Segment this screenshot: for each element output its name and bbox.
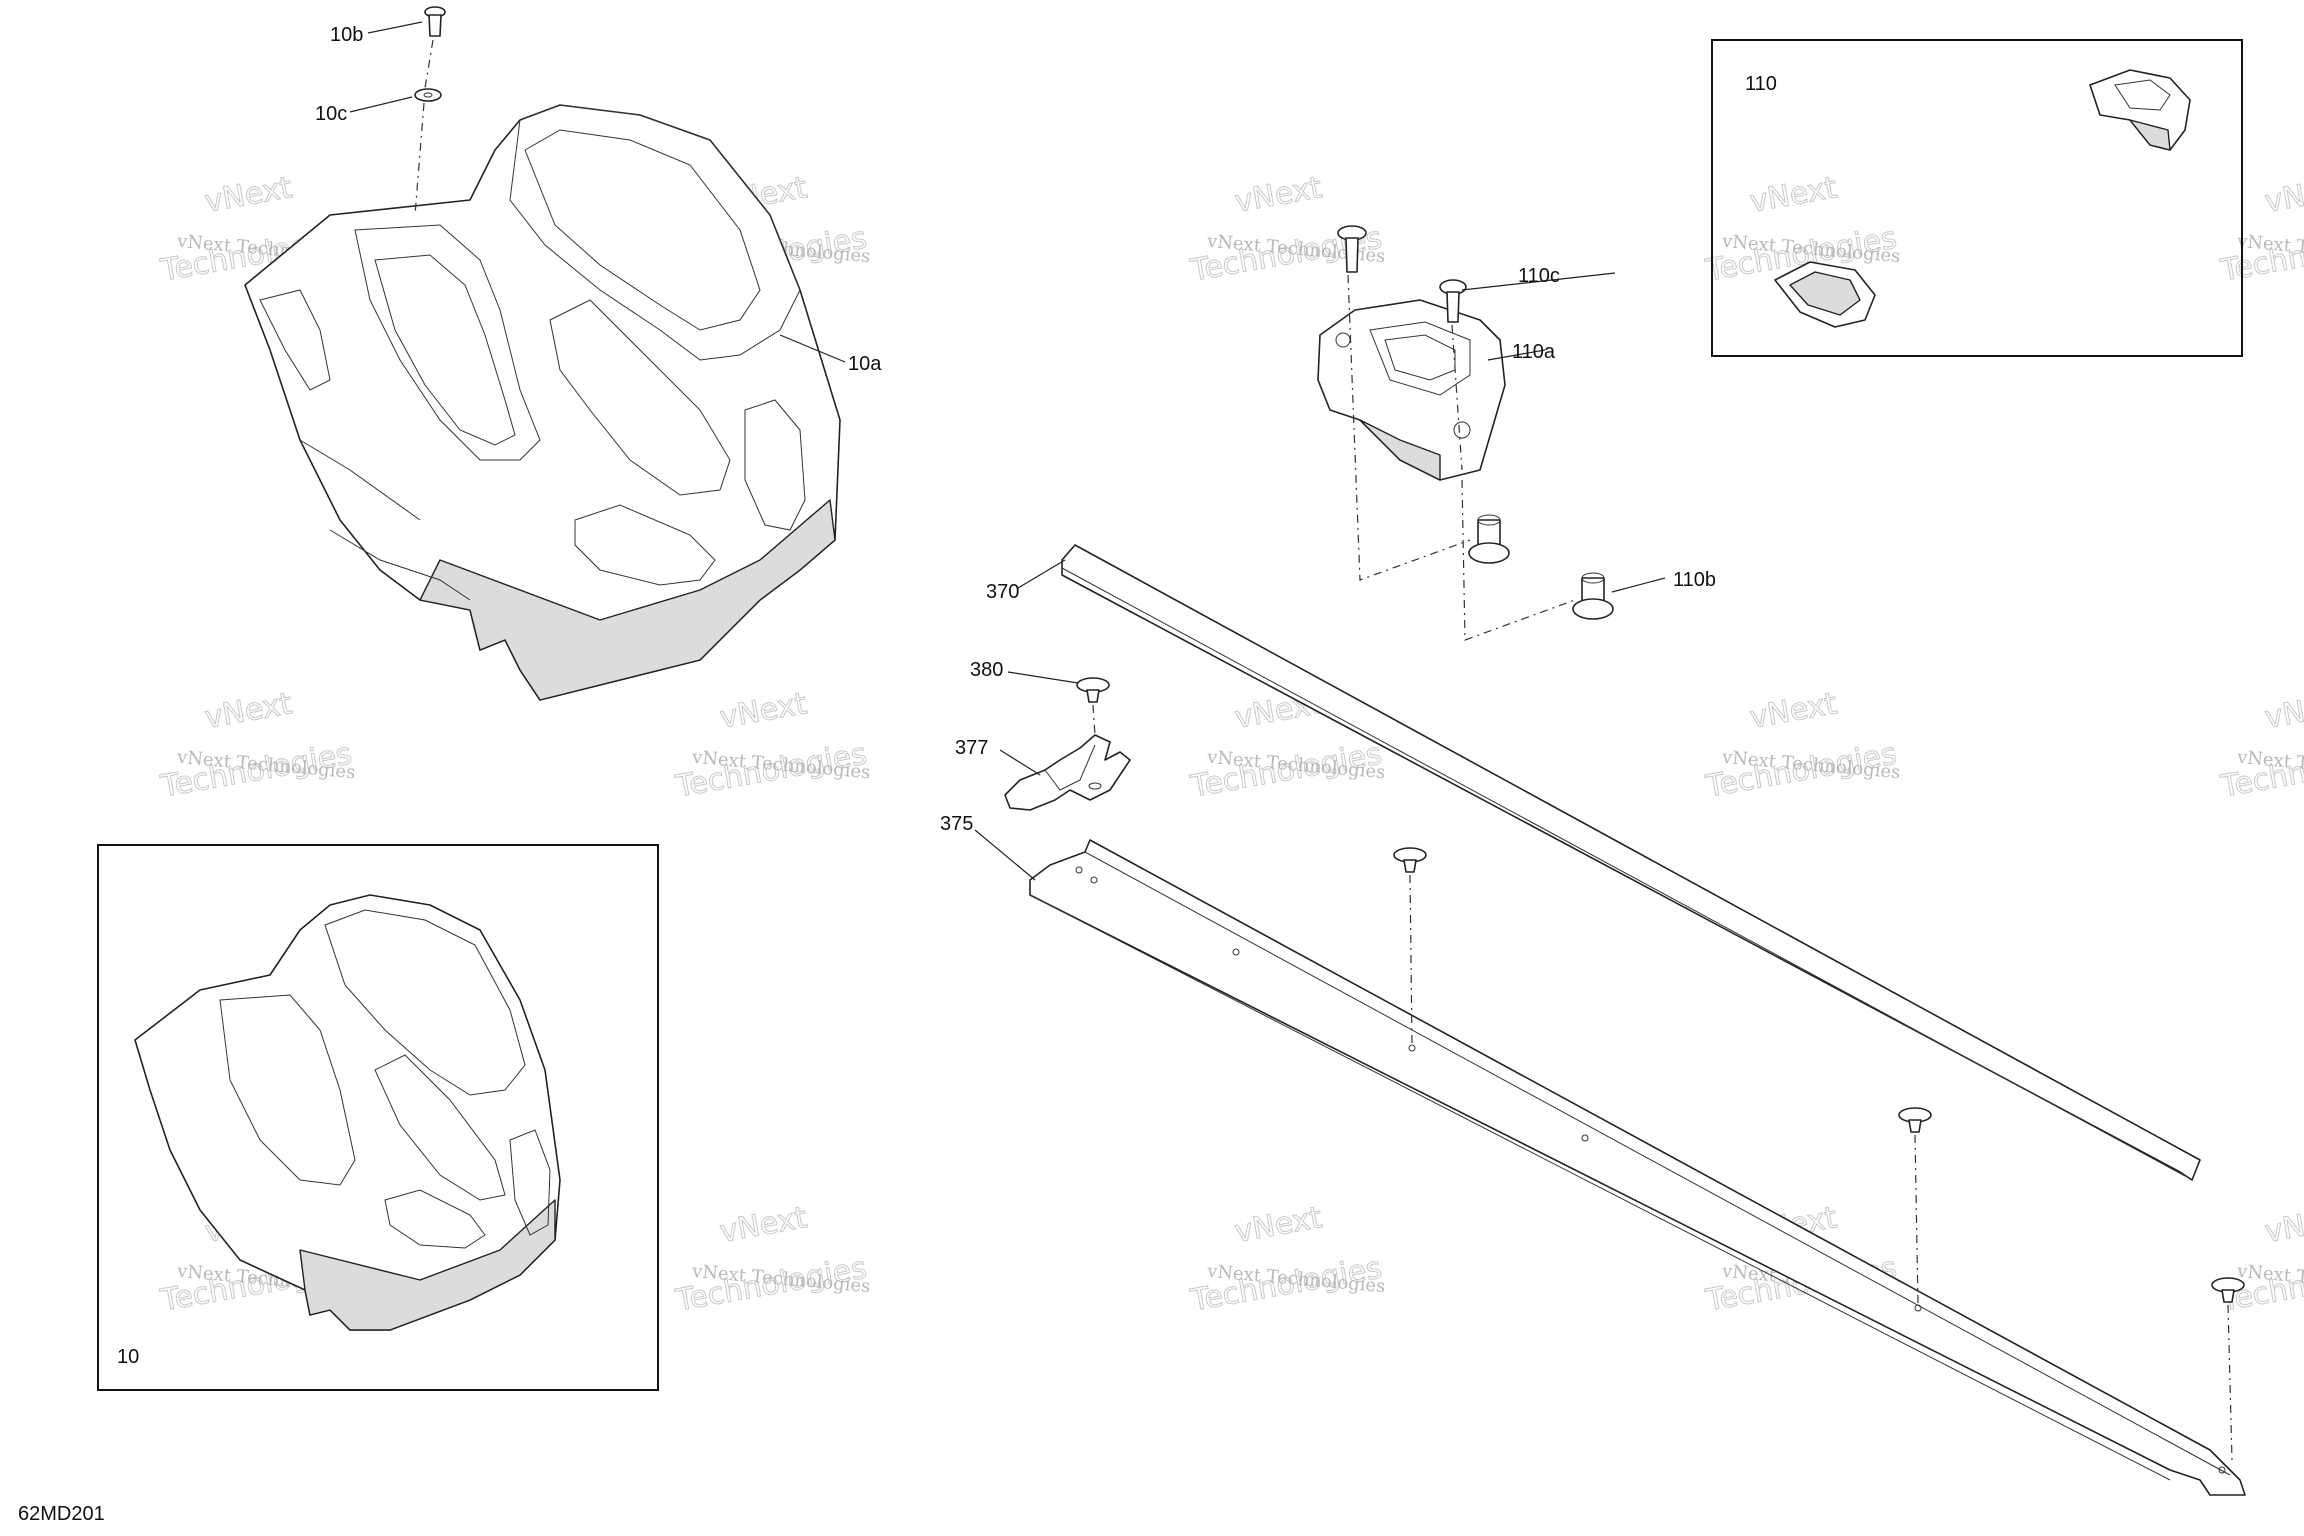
part-110c-screw-left: [1337, 225, 1367, 273]
watermark-word-vnext: vNext: [202, 686, 295, 736]
watermark-word-vnext: vNext: [1232, 1200, 1325, 1250]
callout-10: 10: [117, 1346, 139, 1368]
part-110a-cover: [1317, 299, 1506, 481]
watermark-word-vnext: vNext: [2262, 1200, 2304, 1250]
callout-10b: 10b: [330, 24, 363, 46]
part-110b-nut-left: [1468, 514, 1510, 564]
watermark-word-vnext: vNext: [1747, 686, 1840, 736]
callout-375: 375: [940, 813, 973, 835]
callout-110a: 110a: [1512, 341, 1556, 363]
part-10-mat-assembly: [134, 894, 561, 1331]
part-110-cover-top-view: [2089, 69, 2191, 151]
part-375-screw-2: [1898, 1107, 1932, 1133]
axis-110: [1347, 274, 1576, 641]
part-380-screw: [1076, 677, 1110, 703]
inset-box-10: [97, 844, 659, 1391]
axis-380: [1092, 704, 1096, 736]
watermark-word-vnext: vNext: [1232, 170, 1325, 220]
callout-110c: 110c: [1518, 265, 1560, 287]
callout-10c: 10c: [315, 103, 347, 125]
callout-370: 370: [986, 581, 1019, 603]
part-110b-nut-right: [1572, 572, 1614, 620]
part-377-clip: [1004, 734, 1131, 811]
callout-110: 110: [1745, 73, 1777, 95]
leader-lines: [349, 21, 1666, 881]
part-110c-screw-right: [1439, 279, 1467, 323]
inset-box-110: [1711, 39, 2243, 357]
axis-10b: [414, 39, 434, 216]
watermark-word-vnext: vNext: [717, 686, 810, 736]
part-10a-floor-mat: [244, 104, 841, 701]
axis-375-screws: [1409, 874, 2233, 1461]
watermark-word-vnext: vNext: [202, 170, 295, 220]
callout-380: 380: [970, 659, 1003, 681]
part-10b-screw: [424, 6, 446, 37]
part-375-screw-1: [1393, 847, 1427, 873]
diagram-code: 62MD201: [18, 1503, 105, 1525]
watermark-word-vnext: vNext: [717, 1200, 810, 1250]
callout-110b: 110b: [1673, 569, 1716, 591]
part-375-rail: [1029, 839, 2246, 1496]
watermark-word-vnext: vNext: [2262, 170, 2304, 220]
callout-10a: 10a: [848, 353, 882, 375]
part-375-screw-3: [2211, 1277, 2245, 1303]
watermark-word-vnext: vNext: [1747, 170, 1840, 220]
callout-377: 377: [955, 737, 988, 759]
part-110-cover-bottom-view: [1774, 261, 1876, 328]
watermark-word-vnext: vNext: [2262, 686, 2304, 736]
part-370-strip: [1061, 544, 2201, 1181]
part-10c-washer: [414, 88, 442, 102]
